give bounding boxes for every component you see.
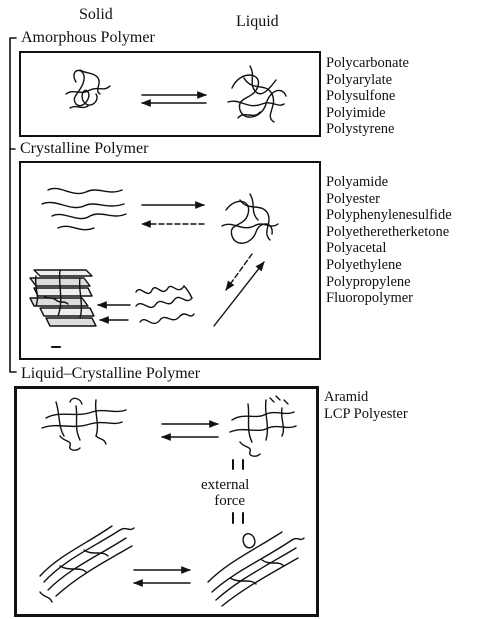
lc-solid-oriented-bottom — [40, 526, 134, 602]
lc-solid-nematic-top — [42, 398, 126, 450]
crystalline-liquid-coil — [222, 194, 278, 243]
crystalline-lamellae-structure — [30, 270, 96, 326]
external-force-arrows — [233, 460, 243, 523]
amorphous-liquid-coil — [228, 66, 286, 122]
crystalline-solid-chains — [42, 188, 126, 229]
amorphous-solid-coil — [66, 70, 110, 108]
lc-liquid-nematic-top — [230, 396, 296, 456]
grouping-bracket — [10, 38, 16, 372]
crystalline-solidify-arrow-dashed — [226, 254, 252, 290]
crystalline-melt-arrow — [214, 262, 264, 326]
crystalline-folded-chains — [136, 286, 194, 323]
lc-liquid-oriented-bottom — [208, 532, 304, 606]
